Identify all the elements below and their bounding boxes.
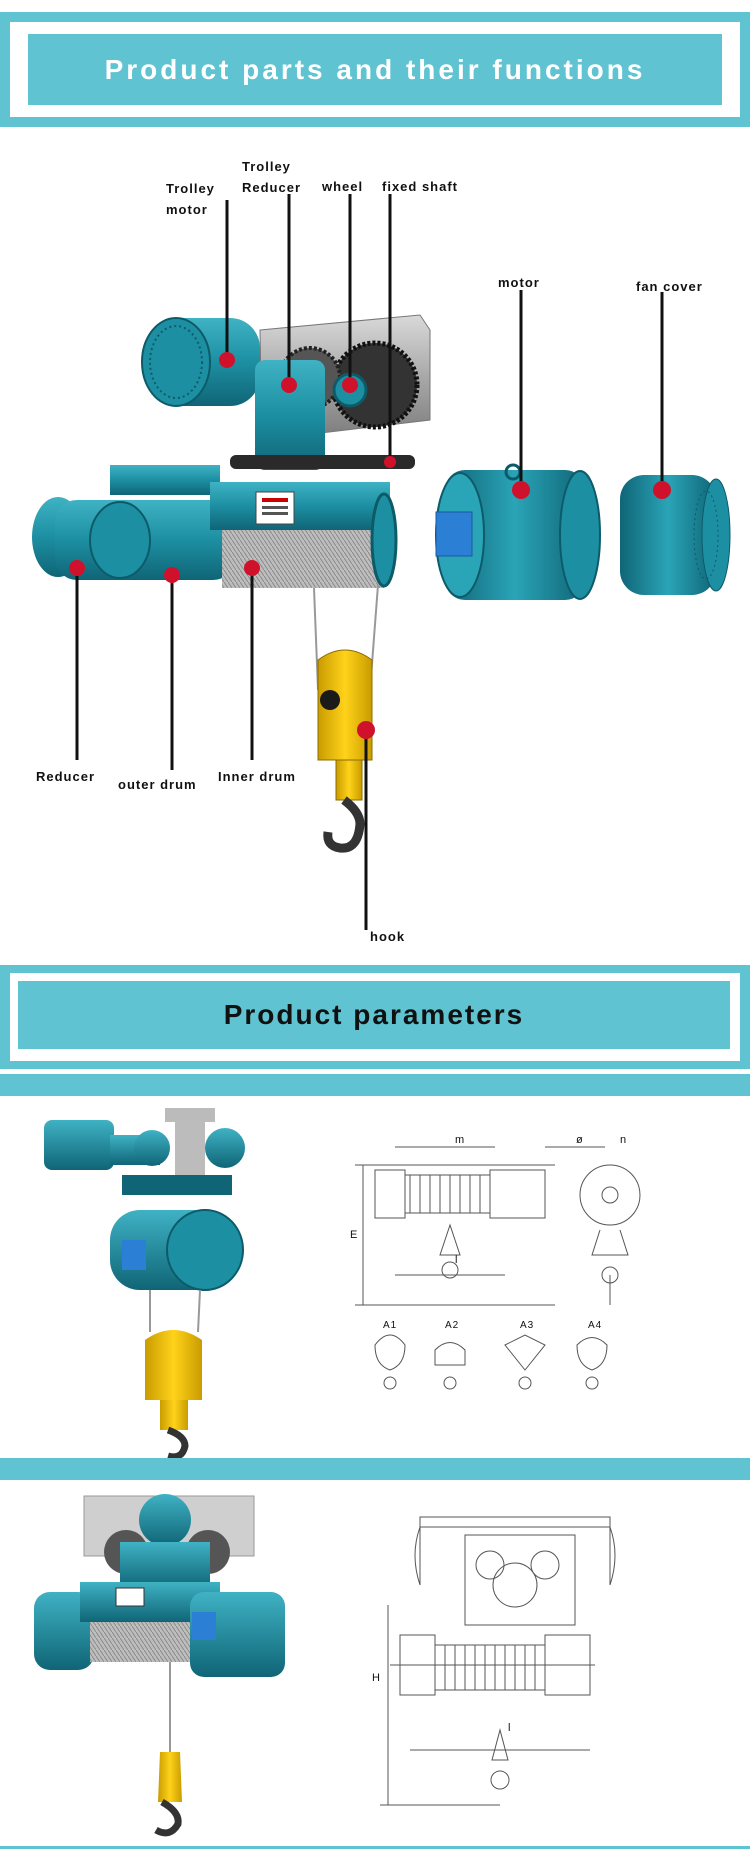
label-hook: hook [370,929,406,944]
label-wheel: wheel [322,179,364,194]
dim-label-e: E [350,1229,359,1241]
section-header-parts: Product parts and their functions [0,12,750,127]
dimension-drawing-2 [380,1516,616,1806]
label-trolley-motor: Trolley motor [166,181,215,217]
dimension-drawing-1 [355,1146,641,1390]
label-reducer: Reducer [36,769,96,784]
divider-band [0,1074,750,1096]
label-inner-drum: Inner drum [218,769,296,784]
dim-label-l: l [455,1254,459,1266]
header-panel: Product parts and their functions [28,34,722,105]
header-panel: Product parameters [18,981,730,1049]
section-header-parameters: Product parameters [0,965,750,1069]
label-trolley-reducer: Trolley Reducer [242,159,302,195]
bottom-band [0,1846,750,1849]
label-motor: motor [498,275,540,290]
label-outer-drum: outer drum [118,777,197,792]
dim-label-a1: A1 [383,1320,398,1331]
parameters-section-title: Product parameters [223,999,525,1030]
dim-label-m: m [455,1134,466,1146]
dim-label-a4: A4 [588,1320,603,1331]
dim-label-l-2: l [508,1722,512,1734]
dim-label-phi: ø [576,1134,584,1146]
dim-label-a3: A3 [520,1320,535,1331]
label-fixed-shaft: fixed shaft [382,179,459,194]
label-fan-cover: fan cover [636,279,703,294]
hoist-photo-front-view [34,1494,285,1837]
parts-section-title: Product parts and their functions [104,53,646,85]
hoist-parts-illustration [32,194,731,930]
dim-label-a2: A2 [445,1320,460,1331]
dim-label-n: n [620,1134,628,1146]
hoist-photo-side-view [44,1108,245,1461]
dim-label-h: H [372,1672,381,1684]
divider-band [0,1458,750,1480]
